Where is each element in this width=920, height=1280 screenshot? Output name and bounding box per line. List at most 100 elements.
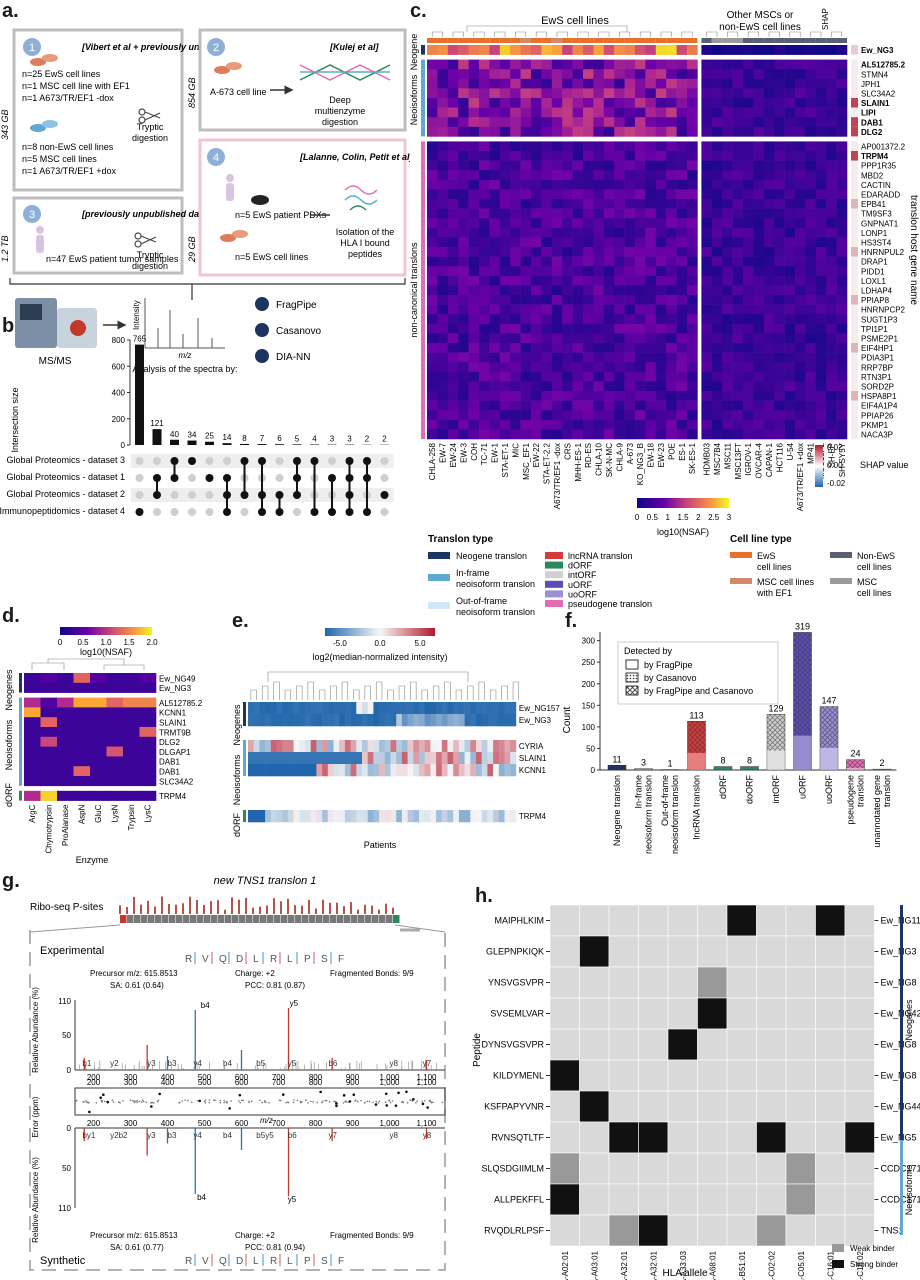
d-col-label: AspN xyxy=(78,804,87,824)
e-cell xyxy=(339,740,346,753)
d-cell xyxy=(40,717,58,728)
e-cell xyxy=(441,740,448,753)
svg-text:700: 700 xyxy=(272,1078,286,1087)
e-cell xyxy=(350,740,357,753)
e-cell xyxy=(287,764,294,777)
b-bar xyxy=(275,444,284,445)
e-cell xyxy=(504,702,511,715)
svg-text:y2: y2 xyxy=(110,1059,119,1068)
e-cell xyxy=(248,810,254,823)
b-bar-label: 40 xyxy=(170,430,179,439)
e-cell xyxy=(362,752,368,765)
h-cell xyxy=(638,997,669,1030)
svg-text:EwS: EwS xyxy=(757,551,776,561)
legend-item: Neogene translon xyxy=(456,551,527,561)
h-allele-label: HLA-C16:02 xyxy=(856,1250,865,1280)
e-cell xyxy=(401,740,408,753)
h-legend-strong-swatch xyxy=(832,1260,844,1268)
f-bar xyxy=(872,768,892,771)
peptide-residue: L xyxy=(253,1256,259,1267)
e-cell xyxy=(287,752,294,765)
h-cell xyxy=(549,966,580,999)
c-col-label: MHH-ES-1 xyxy=(574,442,583,481)
e-cell xyxy=(276,702,283,715)
c-col-label: MSC13FT xyxy=(734,443,743,480)
e-cell xyxy=(390,702,397,715)
f-category-label: dORF xyxy=(718,775,728,800)
c-gene-label: TPI1P1 xyxy=(861,325,888,334)
box1-line1: n=25 EwS cell lines xyxy=(22,69,101,79)
d-row-label: TRMT9B xyxy=(159,728,191,737)
d-group-dorf: dORF xyxy=(4,783,14,808)
e-cell xyxy=(441,752,448,765)
d-cell xyxy=(139,766,157,777)
b-matrix xyxy=(131,454,394,519)
e-group-dorf: dORF xyxy=(232,813,242,838)
g-bonds-top: Fragmented Bonds: 9/9 xyxy=(330,969,414,978)
e-cell xyxy=(430,740,437,753)
d-row-label: DAB1 xyxy=(159,768,180,777)
c-col-label: A673/TR/EF1 -dox xyxy=(553,443,562,509)
d-cell xyxy=(90,776,107,787)
d-cell xyxy=(139,736,157,747)
svg-text:400: 400 xyxy=(161,1078,175,1087)
e-cell xyxy=(282,702,289,715)
c-col-label: EW-22 xyxy=(532,442,541,467)
b-matrix-dot xyxy=(205,491,214,499)
svg-text:800: 800 xyxy=(309,1073,323,1082)
h-cell xyxy=(726,1028,757,1061)
b-matrix-dot xyxy=(380,474,389,482)
e-cell xyxy=(504,764,511,777)
e-cell xyxy=(350,810,357,823)
e-cell xyxy=(470,810,477,823)
b-bar xyxy=(205,441,214,445)
e-cell xyxy=(453,810,460,823)
c-gene-label: RRP7BP xyxy=(861,363,893,372)
nsaf-tick: 2.5 xyxy=(708,513,720,522)
e-cell xyxy=(299,810,306,823)
e-cell xyxy=(259,714,266,727)
box2-size: 854 GB xyxy=(187,77,197,108)
h-allele-label: HLA-A32:01 xyxy=(649,1250,658,1280)
tool-dia-nn: DIA-NN xyxy=(276,352,310,363)
e-cell xyxy=(287,714,294,727)
e-cell xyxy=(379,714,386,727)
e-cell xyxy=(407,740,414,753)
h-cell xyxy=(726,1183,757,1216)
h-cell xyxy=(638,1152,669,1185)
c-col-label: MIC xyxy=(511,443,520,458)
d-cell xyxy=(73,736,91,747)
e-cell xyxy=(470,752,477,765)
c-col-label: POE xyxy=(667,443,676,460)
h-cell xyxy=(785,935,816,968)
h-right-label: TNS1 xyxy=(881,1226,904,1236)
svg-text:y5: y5 xyxy=(288,1195,297,1204)
h-cell xyxy=(697,1090,728,1123)
f-bar-label: 129 xyxy=(768,703,783,713)
h-cell xyxy=(608,935,639,968)
scissors-icon xyxy=(138,108,161,124)
c-gene-label: EPB41 xyxy=(861,200,886,209)
e-cell xyxy=(458,740,465,753)
tool-casanovo: Casanovo xyxy=(276,326,321,337)
h-cell xyxy=(785,1028,816,1061)
g-precursor-bot: Precursor m/z: 615.8513 xyxy=(90,1231,178,1240)
c-gene-label: PPP1R35 xyxy=(861,162,897,171)
h-legend-weak-swatch xyxy=(832,1244,844,1252)
b-set-4: Immunopeptidomics - dataset 4 xyxy=(0,506,125,516)
d-row-label: KCNN1 xyxy=(159,709,187,718)
c-col-label: COH xyxy=(470,443,479,461)
d-row-label: SLAIN1 xyxy=(159,719,187,728)
c-col-label: U-54 xyxy=(786,442,795,460)
d-cell xyxy=(73,717,91,728)
e-cell xyxy=(248,702,254,715)
h-cell xyxy=(756,1214,787,1247)
box4-size: 29 GB xyxy=(187,236,197,263)
g-synthetic: Synthetic xyxy=(40,1255,86,1267)
b-matrix-dot xyxy=(188,508,196,516)
d-cell xyxy=(24,736,41,747)
h-cell xyxy=(815,1028,846,1061)
h-cell xyxy=(549,1214,580,1247)
